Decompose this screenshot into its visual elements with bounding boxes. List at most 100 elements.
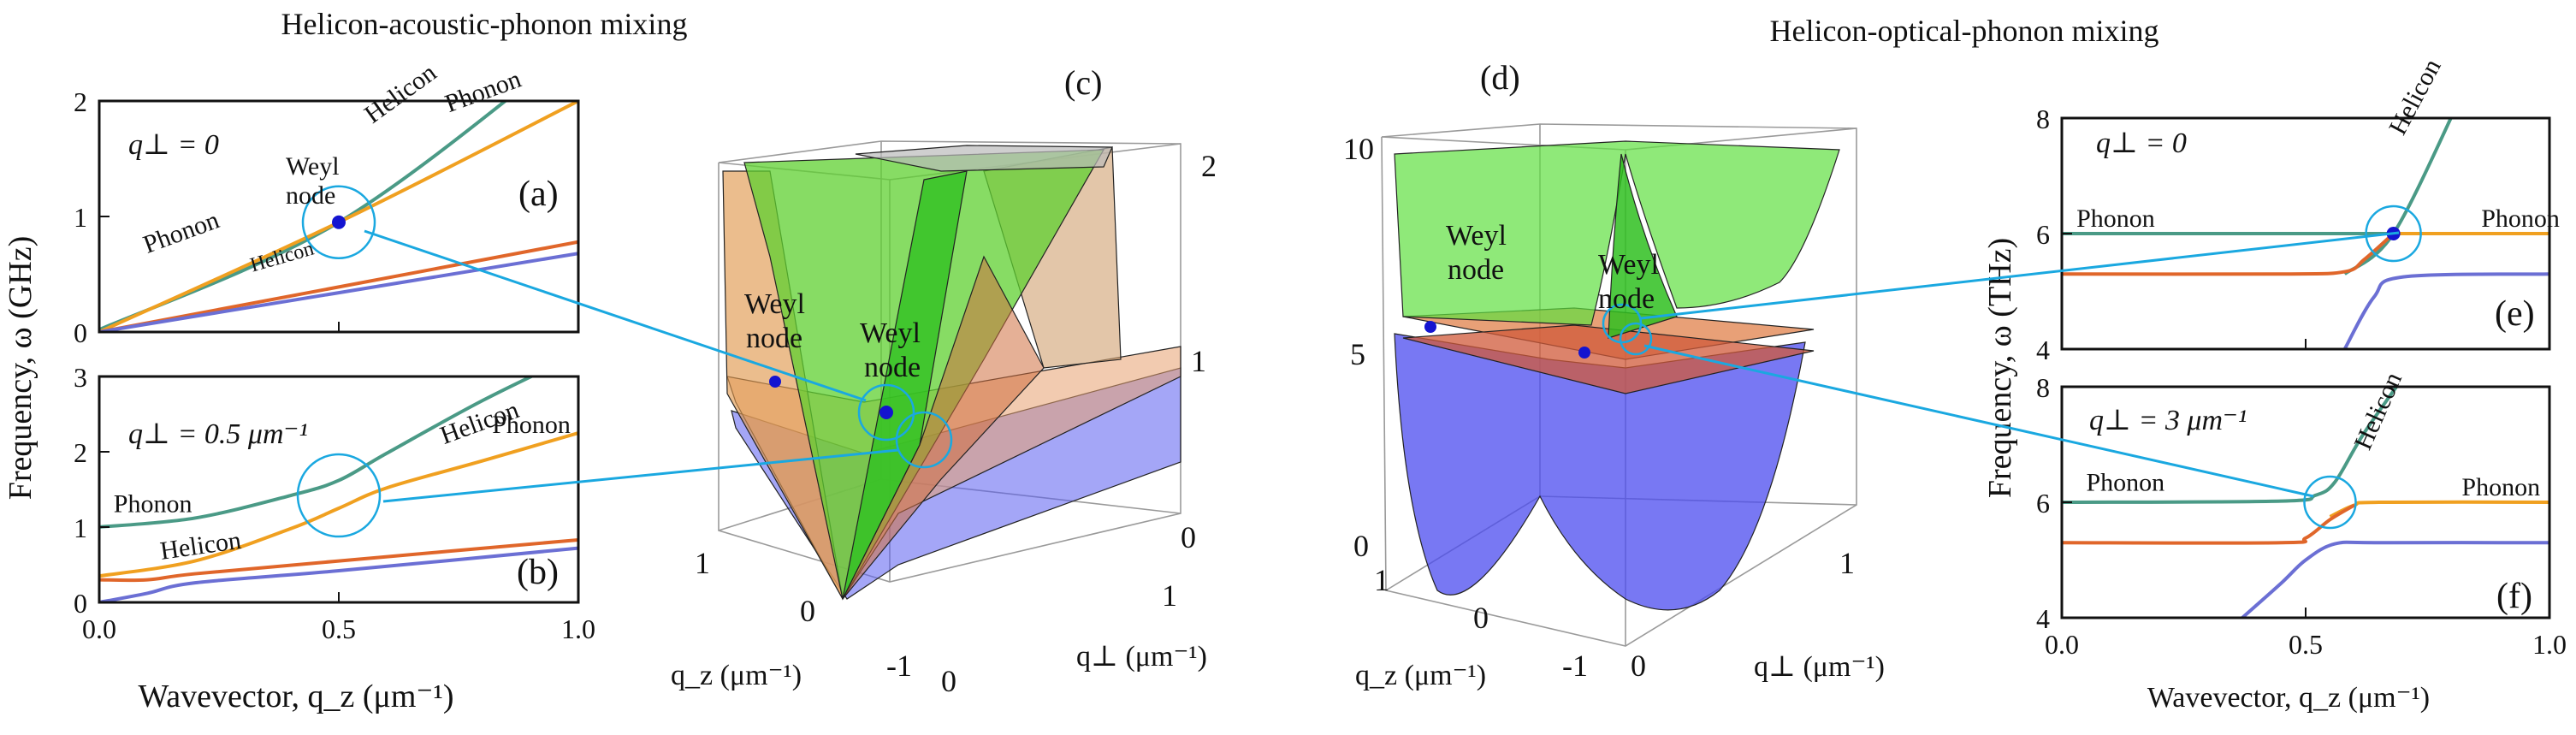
anticrossing-circle-b [296,453,382,538]
weyl-node-circle-c3 [895,411,953,469]
weyl-node-dot-d2 [1578,347,1590,359]
y-tick-label-a: 1 [74,202,87,233]
y-tick-label-e: 8 [2036,104,2050,134]
qz-tick-c-0: 0 [800,594,815,628]
qz-tick-d-0: 0 [1473,601,1489,635]
right-y-axis-label: Frequency, ω (THz) [1982,238,2018,498]
weyl-label-d1-line1: Weyl [1446,220,1507,252]
qz-tick-c-1: 1 [695,546,710,580]
z-tick-d-5: 5 [1350,337,1365,371]
left-title: Helicon-acoustic-phonon mixing [281,7,688,41]
orange-plane-d-lower [1402,324,1815,394]
panel-label-a: (a) [518,175,559,214]
qz-axis-label-c: q_z (μm⁻¹) [671,660,802,691]
y-tick-label-f: 4 [2036,603,2050,634]
qperp-axis-label-d: q⊥ (μm⁻¹) [1754,651,1885,683]
y-tick-label-b: 2 [74,437,87,468]
curve-label-b-2: Phonon [492,411,571,439]
series-line-f-1 [2329,500,2549,519]
qperp-tick-c-0: 0 [941,664,956,698]
right-x-axis-label: Wavevector, q_z (μm⁻¹) [2147,682,2430,714]
annotation-a: q⊥ = 0 [128,129,219,161]
weyl-node-dot-a [332,215,346,229]
weyl-label-a-line1: Weyl [286,152,340,181]
z-tick-d-10: 10 [1343,132,1374,166]
curve-label-b-0: Phonon [114,489,192,518]
qperp-tick-d-0: 0 [1631,649,1646,683]
series-line-e-4 [2342,272,2549,349]
qz-tick-d-1: 1 [1374,563,1389,597]
series-line-b-3 [99,546,578,602]
panel-label-f: (f) [2496,577,2532,616]
panel-label-d: (d) [1480,58,1520,97]
surface-panel-c: Weyl node Weyl node (c) 2 1 0 1 0 -1 0 1… [671,63,1217,698]
qperp-tick-c-1: 1 [1162,578,1177,613]
qperp-tick-d-1: 1 [1839,546,1855,580]
weyl-node-dot-d1 [1424,321,1436,333]
z-tick-c-1: 1 [1191,344,1206,378]
anticrossing-circle-f [2303,475,2357,530]
y-tick-label-b: 0 [74,588,87,619]
weyl-node-dot-c1 [769,376,781,388]
surface-panel-d: Weyl node Weyl node (d) 10 5 0 1 0 -1 0 … [1343,58,1885,691]
panel-label-e: (e) [2495,294,2535,334]
weyl-label-d1-line2: node [1448,254,1504,286]
weyl-node-circle-d2 [1619,322,1653,356]
x-tick-label-b: 1.0 [561,613,595,644]
weyl-node-circle-c2 [857,383,915,442]
z-tick-d-0: 0 [1353,529,1369,563]
leader-line-b-c [382,448,899,503]
leader-line-a-c [364,229,867,402]
panel-label-b: (b) [517,553,559,592]
y-tick-label-e: 4 [2036,335,2050,365]
weyl-node-circle-a [301,185,376,259]
weyl-node-circle-e [2365,204,2422,263]
y-tick-label-b: 1 [74,513,87,543]
curve-label-f-2: Phonon [2461,473,2540,501]
annotation-e: q⊥ = 0 [2096,127,2187,159]
curve-label-f-1: Helicon [2348,368,2407,453]
y-tick-label-b: 3 [74,362,87,393]
y-tick-label-f: 6 [2036,488,2050,519]
series-line-f-2 [2062,503,2356,545]
leader-lines [364,229,2400,503]
curve-label-a-3: Helicon [248,238,317,277]
curve-label-e-2: Phonon [2481,204,2560,233]
x-tick-label-f: 0.0 [2045,629,2079,660]
y-tick-label-a: 2 [74,86,87,117]
weyl-label-c1-line2: node [746,323,802,354]
x-tick-label-b: 0.0 [82,613,116,644]
series-line-b-1 [99,431,578,578]
series-line-b-0 [99,376,536,529]
curve-label-a-1: Phonon [441,65,524,118]
series-line-f-0 [2062,387,2399,504]
series-line-f-3 [2241,540,2549,618]
grey-lid-c [855,145,1113,172]
left-y-axis-label: Frequency, ω (GHz) [3,236,38,501]
series-line-e-3 [2062,232,2395,276]
weyl-label-a-line2: node [286,181,335,210]
weyl-label-d2-line2: node [1598,283,1655,315]
curve-label-a-0: Helicon [359,58,441,129]
qz-axis-label-d: q_z (μm⁻¹) [1355,660,1486,691]
y-tick-label-f: 8 [2036,372,2050,403]
curve-label-a-2: Phonon [139,205,222,258]
curve-label-e-0: Phonon [2076,204,2155,233]
orange-cone-c [842,255,1045,600]
y-tick-label-a: 0 [74,317,87,348]
left-x-axis-label: Wavevector, q_z (μm⁻¹) [138,679,453,714]
weyl-label-c2-line1: Weyl [860,317,921,349]
annotation-b: q⊥ = 0.5 μm⁻¹ [128,418,308,450]
right-title: Helicon-optical-phonon mixing [1770,14,2159,48]
z-tick-c-0: 0 [1181,520,1196,554]
x-tick-label-f: 1.0 [2532,629,2567,660]
series-line-b-2 [99,537,578,583]
series-line-a-3 [99,252,578,332]
qz-tick-d-m1: -1 [1562,649,1588,683]
weyl-label-c1-line1: Weyl [744,288,805,320]
